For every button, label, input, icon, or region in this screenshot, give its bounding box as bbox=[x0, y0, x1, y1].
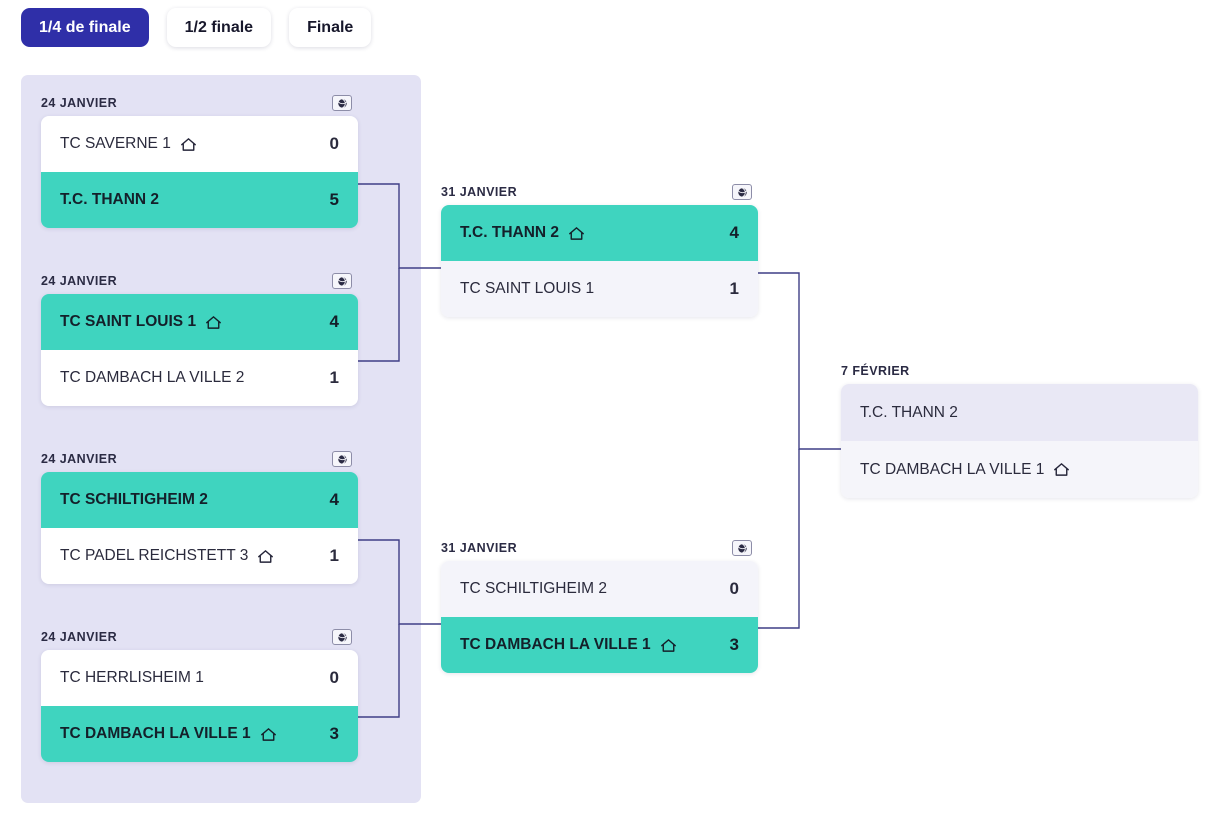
match-row[interactable]: TC PADEL REICHSTETT 3 1 bbox=[41, 528, 358, 584]
team-entry: TC HERRLISHEIM 1 bbox=[60, 669, 204, 687]
home-icon bbox=[260, 727, 277, 742]
team-entry: T.C. THANN 2 bbox=[860, 404, 958, 422]
team-name: TC SCHILTIGHEIM 2 bbox=[60, 491, 208, 508]
team-entry: TC PADEL REICHSTETT 3 bbox=[60, 547, 274, 565]
match-sf-1[interactable]: 31 JANVIER T.C. THANN 2 4 TC SAINT LOUIS… bbox=[441, 179, 758, 317]
team-name: T.C. THANN 2 bbox=[460, 224, 560, 241]
team-entry: T.C. THANN 2 bbox=[460, 224, 585, 242]
team-entry: TC DAMBACH LA VILLE 2 bbox=[60, 369, 244, 387]
match-row[interactable]: TC HERRLISHEIM 1 0 bbox=[41, 650, 358, 706]
match-row[interactable]: TC SAINT LOUIS 1 1 bbox=[441, 261, 758, 317]
team-score: 4 bbox=[729, 223, 739, 242]
match-header: 24 JANVIER bbox=[41, 446, 358, 472]
team-score: 0 bbox=[329, 668, 339, 687]
team-entry: TC DAMBACH LA VILLE 1 bbox=[860, 461, 1070, 479]
team-name: TC SCHILTIGHEIM 2 bbox=[460, 580, 607, 597]
match-card[interactable]: T.C. THANN 2 4 TC SAINT LOUIS 1 1 bbox=[441, 205, 758, 317]
match-card[interactable]: TC SAVERNE 1 0 T.C. THANN 2 5 bbox=[41, 116, 358, 228]
home-icon bbox=[180, 137, 197, 152]
home-icon bbox=[568, 226, 585, 241]
team-entry: TC DAMBACH LA VILLE 1 bbox=[460, 636, 677, 654]
team-score: 5 bbox=[329, 190, 339, 209]
match-card[interactable]: TC SCHILTIGHEIM 2 0 TC DAMBACH LA VILLE … bbox=[441, 561, 758, 673]
match-card[interactable]: T.C. THANN 2 TC DAMBACH LA VILLE 1 bbox=[841, 384, 1198, 498]
round-tabs[interactable]: 1/4 de finale 1/2 finale Finale bbox=[21, 8, 372, 47]
match-date: 31 JANVIER bbox=[441, 541, 518, 555]
match-header: 7 FÉVRIER bbox=[841, 358, 1198, 384]
tab-final[interactable]: Finale bbox=[289, 8, 372, 47]
match-final[interactable]: 7 FÉVRIER T.C. THANN 2 TC DAMBACH LA VIL… bbox=[841, 358, 1198, 498]
home-icon bbox=[205, 315, 222, 330]
team-name: TC SAINT LOUIS 1 bbox=[460, 280, 595, 297]
match-date: 7 FÉVRIER bbox=[841, 364, 910, 378]
match-card[interactable]: TC HERRLISHEIM 1 0 TC DAMBACH LA VILLE 1… bbox=[41, 650, 358, 762]
match-row[interactable]: TC DAMBACH LA VILLE 1 3 bbox=[41, 706, 358, 762]
team-name: T.C. THANN 2 bbox=[60, 191, 160, 208]
team-name: T.C. THANN 2 bbox=[860, 403, 958, 421]
match-row[interactable]: TC DAMBACH LA VILLE 1 bbox=[841, 441, 1198, 498]
match-card[interactable]: TC SCHILTIGHEIM 2 4 TC PADEL REICHSTETT … bbox=[41, 472, 358, 584]
team-name: TC HERRLISHEIM 1 bbox=[60, 669, 204, 686]
match-qf-3[interactable]: 24 JANVIER TC SCHILTIGHEIM 2 4 TC PADEL … bbox=[41, 446, 358, 584]
team-score: 1 bbox=[729, 279, 739, 298]
match-row[interactable]: TC SAVERNE 1 0 bbox=[41, 116, 358, 172]
team-name: TC DAMBACH LA VILLE 1 bbox=[60, 725, 251, 742]
team-name: TC DAMBACH LA VILLE 1 bbox=[460, 636, 651, 653]
match-header: 24 JANVIER bbox=[41, 90, 358, 116]
home-icon bbox=[660, 638, 677, 653]
team-name: TC SAVERNE 1 bbox=[60, 135, 171, 152]
match-date: 31 JANVIER bbox=[441, 185, 518, 199]
tennis-ball-badge-icon[interactable] bbox=[332, 451, 352, 467]
match-row[interactable]: T.C. THANN 2 5 bbox=[41, 172, 358, 228]
tennis-ball-badge-icon[interactable] bbox=[732, 184, 752, 200]
match-header: 31 JANVIER bbox=[441, 179, 758, 205]
match-row[interactable]: TC SCHILTIGHEIM 2 4 bbox=[41, 472, 358, 528]
match-sf-2[interactable]: 31 JANVIER TC SCHILTIGHEIM 2 0 TC DAMBAC… bbox=[441, 535, 758, 673]
tab-quarterfinals[interactable]: 1/4 de finale bbox=[21, 8, 149, 47]
team-score: 0 bbox=[329, 134, 339, 153]
match-header: 24 JANVIER bbox=[41, 268, 358, 294]
match-qf-1[interactable]: 24 JANVIER TC SAVERNE 1 0 T.C. THANN 2 bbox=[41, 90, 358, 228]
team-score: 4 bbox=[329, 312, 339, 331]
team-entry: T.C. THANN 2 bbox=[60, 191, 159, 209]
team-score: 1 bbox=[329, 546, 339, 565]
match-card[interactable]: TC SAINT LOUIS 1 4 TC DAMBACH LA VILLE 2… bbox=[41, 294, 358, 406]
match-date: 24 JANVIER bbox=[41, 452, 118, 466]
tab-semifinals[interactable]: 1/2 finale bbox=[166, 8, 272, 47]
tennis-ball-badge-icon[interactable] bbox=[332, 629, 352, 645]
team-score: 1 bbox=[329, 368, 339, 387]
team-entry: TC SAINT LOUIS 1 bbox=[60, 313, 222, 331]
team-name: TC DAMBACH LA VILLE 2 bbox=[60, 369, 245, 386]
team-name: TC SAINT LOUIS 1 bbox=[60, 313, 197, 330]
match-row[interactable]: TC SAINT LOUIS 1 4 bbox=[41, 294, 358, 350]
home-icon bbox=[1053, 462, 1070, 477]
team-entry: TC SCHILTIGHEIM 2 bbox=[460, 580, 607, 598]
match-row[interactable]: TC DAMBACH LA VILLE 2 1 bbox=[41, 350, 358, 406]
tennis-ball-badge-icon[interactable] bbox=[332, 273, 352, 289]
team-score: 3 bbox=[729, 635, 739, 654]
match-header: 24 JANVIER bbox=[41, 624, 358, 650]
team-entry: TC DAMBACH LA VILLE 1 bbox=[60, 725, 277, 743]
match-row[interactable]: TC DAMBACH LA VILLE 1 3 bbox=[441, 617, 758, 673]
match-row[interactable]: T.C. THANN 2 4 bbox=[441, 205, 758, 261]
team-entry: TC SCHILTIGHEIM 2 bbox=[60, 491, 208, 509]
team-name: TC DAMBACH LA VILLE 1 bbox=[860, 460, 1045, 478]
match-row[interactable]: T.C. THANN 2 bbox=[841, 384, 1198, 441]
team-score: 4 bbox=[329, 490, 339, 509]
team-entry: TC SAINT LOUIS 1 bbox=[460, 280, 594, 298]
team-score: 3 bbox=[329, 724, 339, 743]
tennis-ball-badge-icon[interactable] bbox=[732, 540, 752, 556]
team-entry: TC SAVERNE 1 bbox=[60, 135, 197, 153]
team-name: TC PADEL REICHSTETT 3 bbox=[60, 547, 249, 564]
match-date: 24 JANVIER bbox=[41, 274, 118, 288]
match-qf-4[interactable]: 24 JANVIER TC HERRLISHEIM 1 0 TC DAMBACH… bbox=[41, 624, 358, 762]
team-score: 0 bbox=[729, 579, 739, 598]
match-qf-2[interactable]: 24 JANVIER TC SAINT LOUIS 1 4 TC DAMBACH… bbox=[41, 268, 358, 406]
match-date: 24 JANVIER bbox=[41, 96, 118, 110]
match-header: 31 JANVIER bbox=[441, 535, 758, 561]
home-icon bbox=[257, 549, 274, 564]
match-date: 24 JANVIER bbox=[41, 630, 118, 644]
match-row[interactable]: TC SCHILTIGHEIM 2 0 bbox=[441, 561, 758, 617]
tennis-ball-badge-icon[interactable] bbox=[332, 95, 352, 111]
